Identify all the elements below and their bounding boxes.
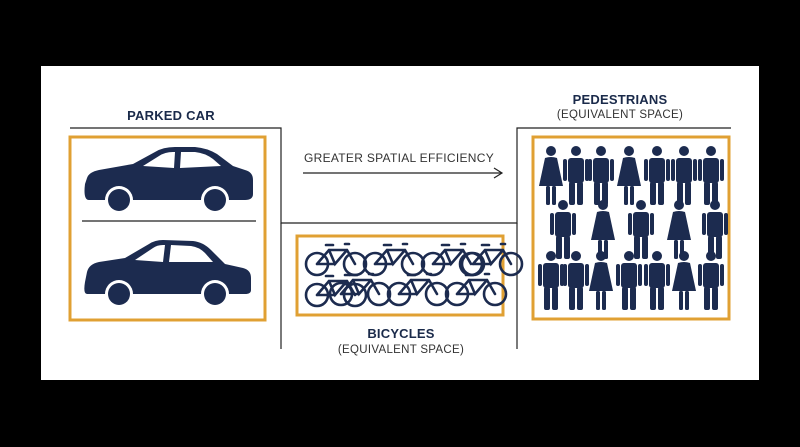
car-frame [68, 135, 267, 322]
pedestrian-icon [563, 146, 589, 205]
bicycle-icon [304, 242, 368, 277]
pedestrian-icon [628, 200, 654, 259]
bicycle-icon [362, 242, 426, 277]
pedestrian-icon [644, 251, 670, 310]
bicycles-label: BICYCLES [367, 326, 435, 341]
bicycle-icon [420, 242, 484, 277]
pedestrian-icon [698, 146, 724, 205]
bicycles-sub-label: (EQUIVALENT SPACE) [337, 344, 465, 356]
bicycle-icon [444, 272, 508, 307]
hatchback-icon [84, 240, 251, 308]
pedestrian-icon [550, 200, 576, 259]
frame-line [70, 127, 731, 224]
pedestrian-icon [671, 146, 697, 205]
pedestrian-icon [644, 146, 670, 205]
sedan-icon [84, 147, 253, 214]
pedestrians-label: PEDESTRIANS [572, 92, 668, 107]
pedestrians-sub-label: (EQUIVALENT SPACE) [556, 109, 684, 121]
pedestrian-icon [589, 251, 613, 310]
pedestrian-icon [702, 200, 728, 259]
pedestrian-icon [538, 251, 564, 310]
pedestrian-icon [539, 146, 563, 205]
pedestrian-icon [591, 200, 615, 259]
arrow-label: GREATER SPATIAL EFFICIENCY [303, 151, 495, 165]
pedestrian-icon [667, 200, 691, 259]
diagram-panel: PARKED CAR PEDESTRIANS (EQUIVALENT SPACE… [41, 66, 759, 380]
pedestrian-icon [672, 251, 696, 310]
arrow-head-icon [493, 167, 504, 179]
parked-car-label: PARKED CAR [127, 108, 215, 123]
pedestrian-icon [588, 146, 614, 205]
pedestrian-icon [563, 251, 589, 310]
bicycle-frame [295, 234, 505, 317]
bicycle-icon [460, 242, 524, 277]
pedestrian-icon [698, 251, 724, 310]
bicycle-icon [386, 272, 450, 307]
pedestrian-icon [616, 251, 642, 310]
diagram-art [68, 127, 731, 349]
pedestrian-icon [617, 146, 641, 205]
bicycle-icon [304, 273, 368, 308]
pedestrian-frame [531, 135, 731, 321]
